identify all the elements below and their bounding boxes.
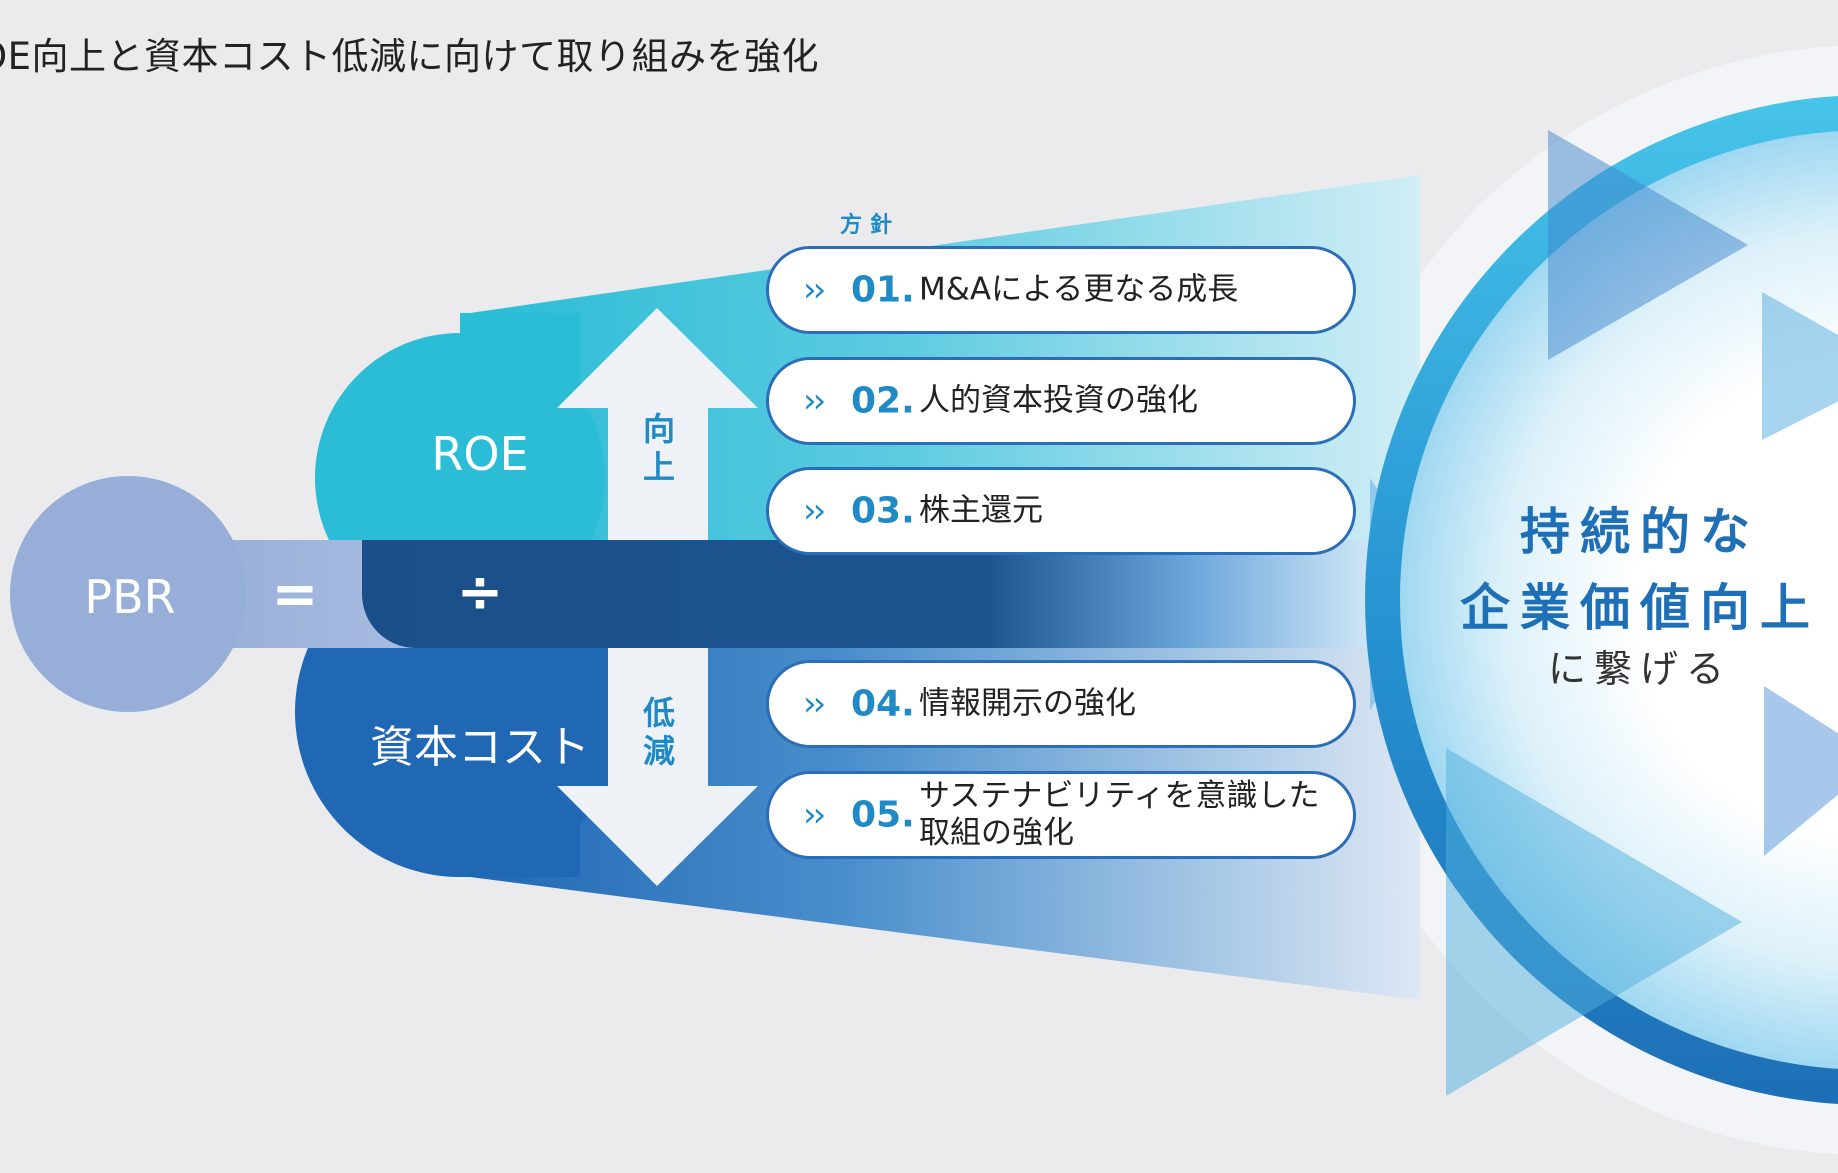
policy-text: サステナビリティを意識した 取組の強化 [919,778,1320,851]
policy-item-05: ›› 05. サステナビリティを意識した 取組の強化 [766,771,1356,859]
cost-of-capital-label: 資本コスト [370,722,590,773]
goal-triangle [1446,748,1742,1096]
double-chevron-right-icon: ›› [803,795,826,835]
pbr-circle [10,476,246,712]
policy-item-04: ›› 04. 情報開示の強化 [766,660,1356,748]
roe-body [460,313,580,553]
equals-sign: = [271,562,319,627]
roe-label: ROE [431,427,529,481]
page-headline: OE向上と資本コスト低減に向けて取り組みを強化 [0,35,819,78]
policy-item-01: ›› 01. M&Aによる更なる成長 [766,246,1356,334]
double-chevron-right-icon: ›› [803,684,826,724]
pbr-label: PBR [84,570,176,624]
policy-text: 人的資本投資の強化 [919,382,1198,419]
policy-number: 03. [851,490,915,532]
decrease-label: 低 減 [642,694,675,770]
goal-triangle [1548,130,1748,360]
policy-header: 方針 [840,213,901,238]
divide-band [362,540,1370,648]
policy-item-02: ›› 02. 人的資本投資の強化 [766,357,1356,445]
double-chevron-right-icon: ›› [803,381,826,421]
goal-triangle [1762,292,1838,440]
policy-text: 情報開示の強化 [919,685,1136,722]
increase-label: 向 上 [642,410,675,486]
double-chevron-right-icon: ›› [803,270,826,310]
up-arrow-icon [557,308,758,540]
goal-triangle [1764,686,1838,856]
policy-text: M&Aによる更なる成長 [919,271,1239,308]
policy-number: 04. [851,683,915,725]
policy-text: 株主還元 [919,492,1043,529]
down-arrow-icon [557,648,758,886]
double-chevron-right-icon: ›› [803,491,826,531]
policy-number: 05. [851,794,915,836]
policy-item-03: ›› 03. 株主還元 [766,467,1356,555]
goal-line-2: 企業価値向上 [1460,579,1820,637]
policy-number: 01. [851,269,915,311]
goal-line-3: に繋げる [1547,647,1732,691]
divide-sign: ÷ [456,560,504,625]
goal-line-1: 持続的な [1520,503,1760,561]
policy-number: 02. [851,380,915,422]
